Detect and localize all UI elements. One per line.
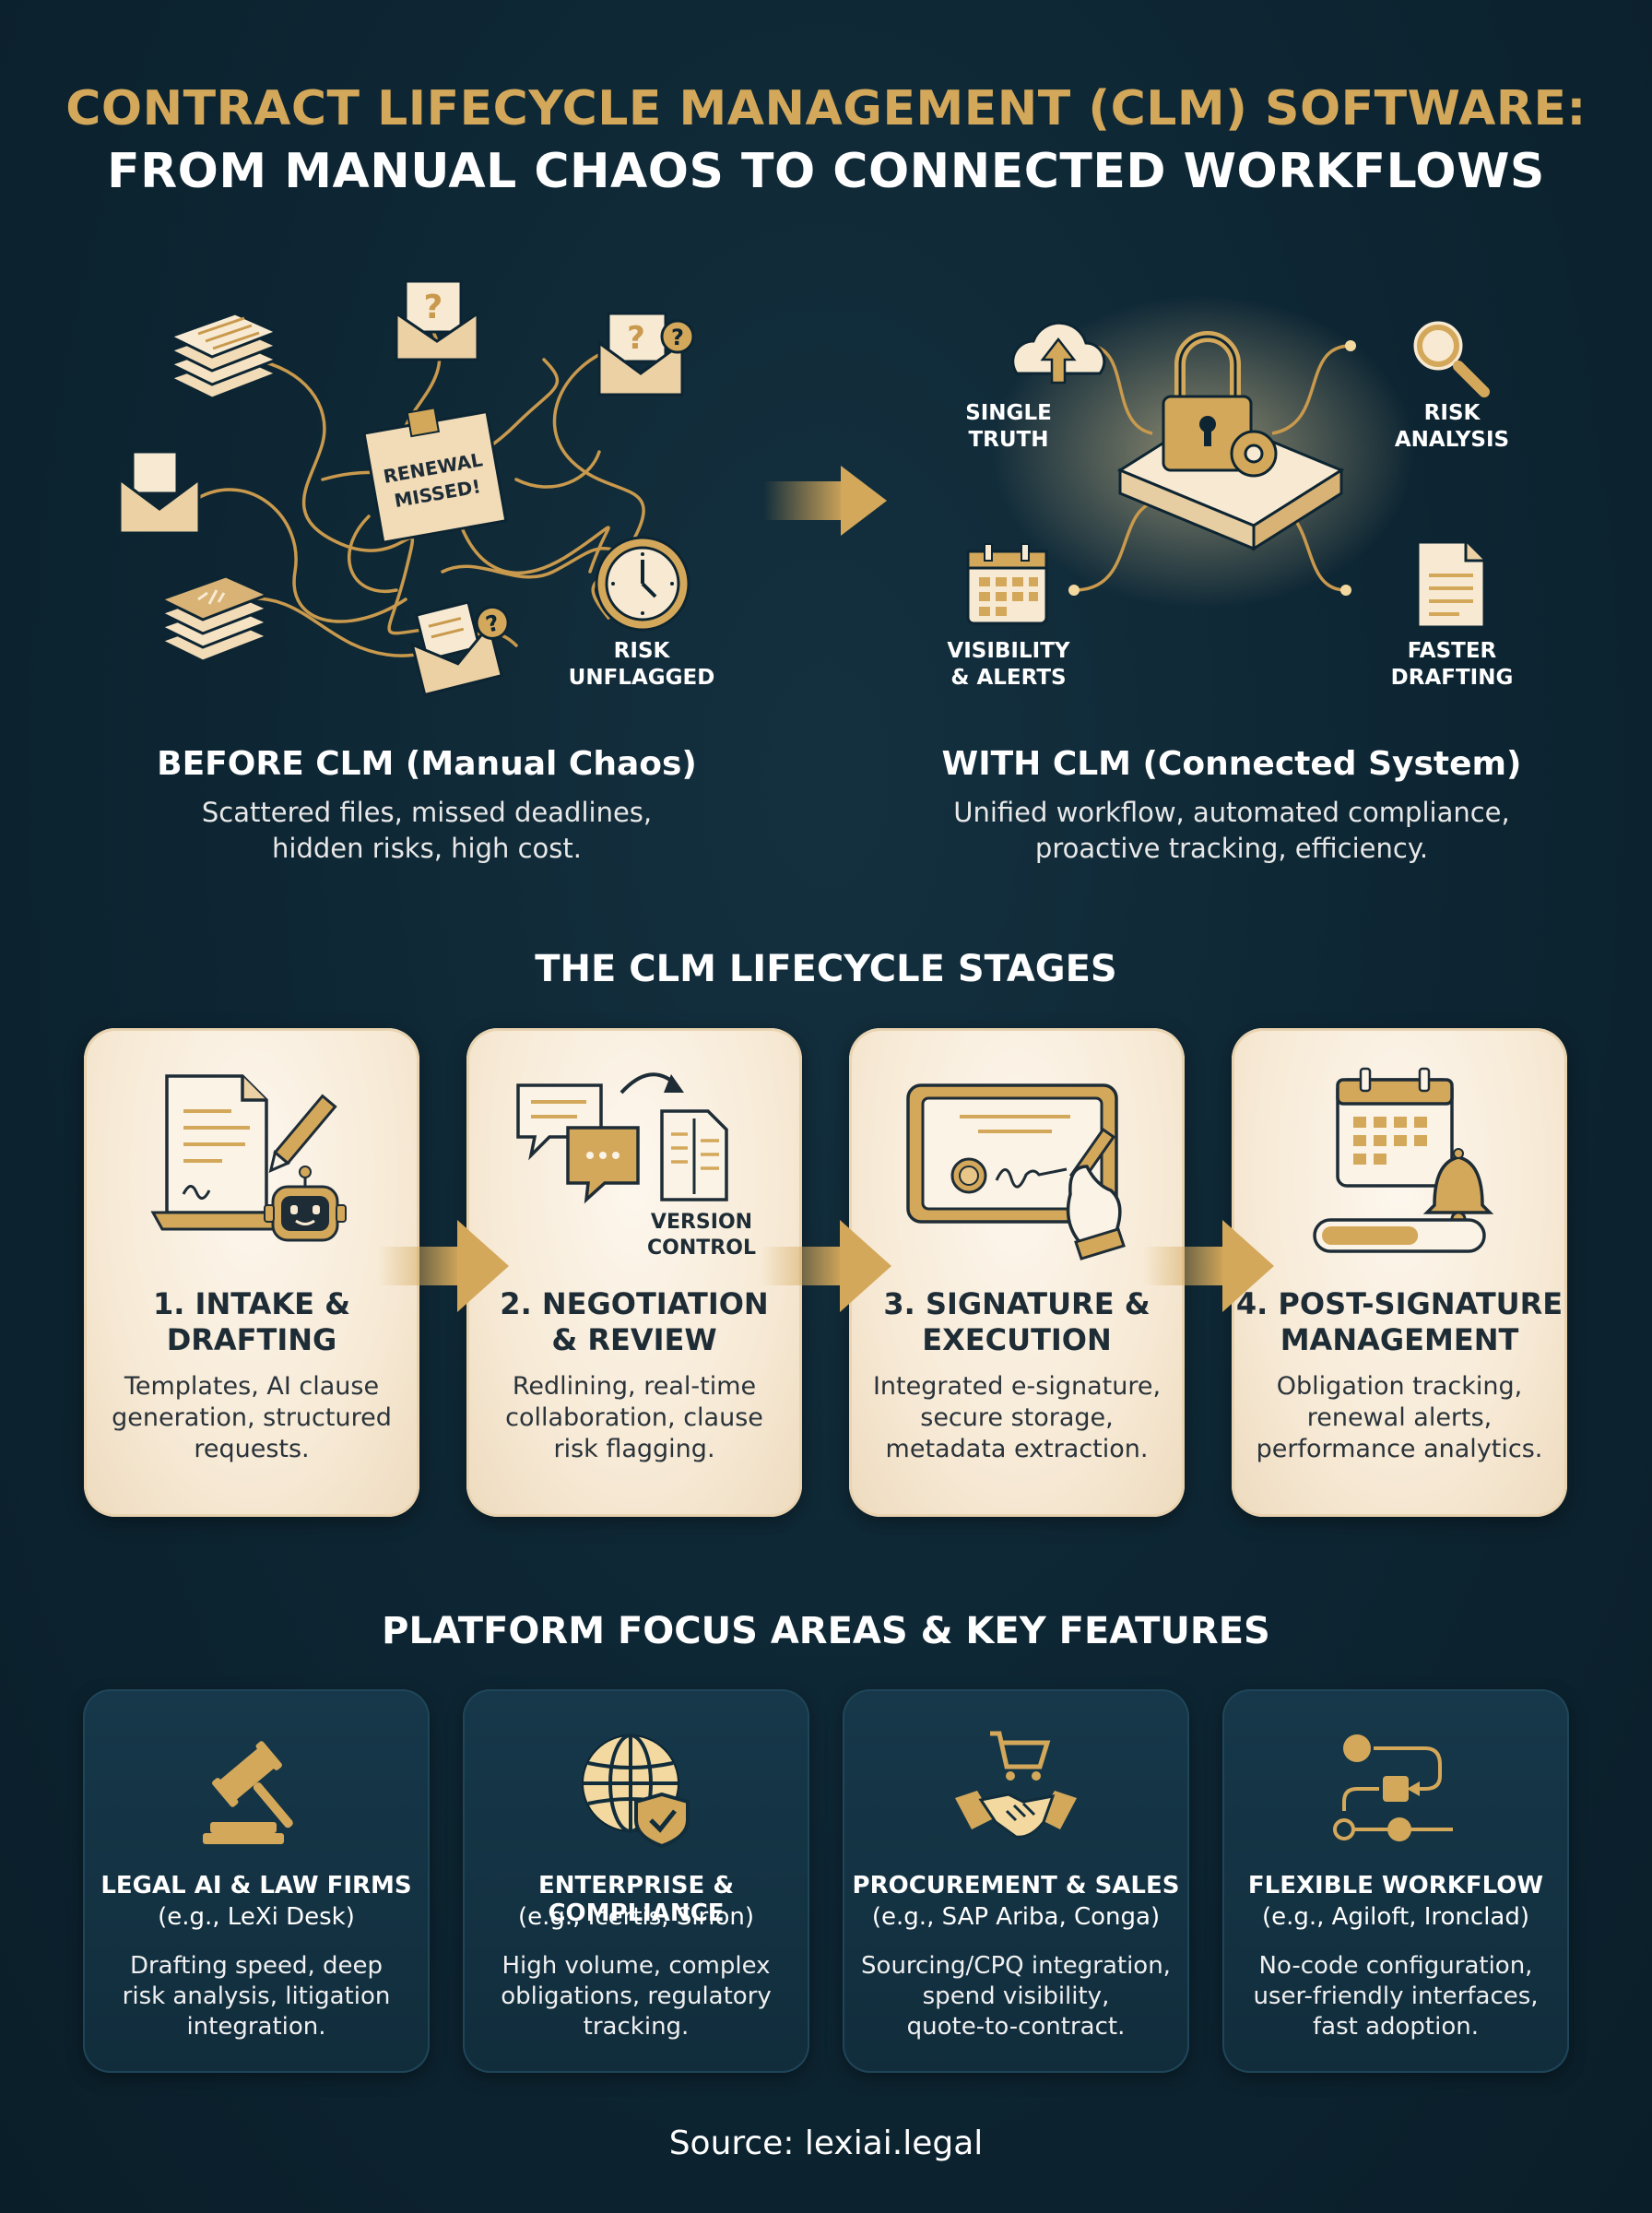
envelope-question-icon: ?: [410, 600, 510, 697]
stage-arrow-icon: [761, 1220, 891, 1312]
svg-text:?: ?: [424, 289, 443, 326]
stage-title: 3. SIGNATURE &EXECUTION: [883, 1286, 1150, 1357]
svg-text:?: ?: [483, 609, 502, 638]
page-title-line1: CONTRACT LIFECYCLE MANAGEMENT (CLM) SOFT…: [65, 81, 1587, 136]
focus-example: (e.g., Icertis, Sirion): [517, 1903, 754, 1931]
focus-title: PROCUREMENT & SALES: [852, 1872, 1180, 1899]
central-platform-lock-icon: [1116, 331, 1345, 551]
before-clm-description: Scattered files, missed deadlines,hidden…: [201, 797, 653, 864]
envelope-icon: [118, 450, 201, 535]
focus-card-flexible-workflow: FLEXIBLE WORKFLOW (e.g., Agiloft, Ironcl…: [1222, 1689, 1569, 2073]
focus-description: No-code configuration,user-friendly inte…: [1253, 1952, 1539, 2041]
sticky-note-renewal-missed: RENEWAL MISSED!: [362, 407, 508, 544]
source-credit: Source: lexiai.legal: [668, 2124, 984, 2162]
lifecycle-section-title: THE CLM LIFECYCLE STAGES: [535, 948, 1117, 990]
focus-example: (e.g., LeXi Desk): [158, 1903, 355, 1931]
stage-title: 1. INTAKE &DRAFTING: [152, 1286, 351, 1357]
svg-text:?: ?: [671, 325, 684, 350]
with-clm-description: Unified workflow, automated compliance,p…: [953, 797, 1510, 864]
focus-title: LEGAL AI & LAW FIRMS: [100, 1872, 412, 1899]
hero-illustration: ? ? ? RENEWAL MISSED! ?: [118, 279, 1490, 697]
page-title-line2: FROM MANUAL CHAOS TO CONNECTED WORKFLOWS: [107, 144, 1545, 199]
transition-arrow-icon: [763, 466, 887, 536]
stage-arrow-icon: [378, 1220, 509, 1312]
focus-example: (e.g., Agiloft, Ironclad): [1261, 1903, 1530, 1931]
paper-stack-icon: [167, 312, 280, 400]
globe-shield-icon: [582, 1734, 690, 1848]
handshake-cart-icon: [955, 1731, 1077, 1839]
stage-card-intake-drafting: 1. INTAKE &DRAFTING Templates, AI clause…: [84, 1028, 419, 1517]
magnifier-icon: [1410, 318, 1490, 397]
visibility-alerts-label: VISIBILITY& ALERTS: [947, 639, 1070, 690]
focus-example: (e.g., SAP Ariba, Conga): [871, 1903, 1161, 1931]
stage-arrow-icon: [1143, 1220, 1274, 1312]
envelope-question-icon: ? ?: [597, 312, 695, 396]
workflow-icon: [1333, 1734, 1453, 1841]
calendar-icon: [966, 543, 1048, 625]
paper-stack-icon: [158, 574, 271, 663]
stage-card-signature-execution: 3. SIGNATURE &EXECUTION Integrated e-sig…: [849, 1028, 1185, 1517]
clock-icon: [595, 536, 690, 632]
focus-title: ENTERPRISE & COMPLIANCE: [538, 1872, 734, 1927]
focus-title: FLEXIBLE WORKFLOW: [1247, 1872, 1544, 1899]
focus-card-enterprise-compliance: ENTERPRISE & COMPLIANCE (e.g., Icertis, …: [463, 1689, 809, 2073]
calendar-bell-icon: [1313, 1067, 1494, 1253]
focus-description: Sourcing/CPQ integration,spend visibilit…: [861, 1952, 1171, 2041]
focus-card-legal-ai: LEGAL AI & LAW FIRMS (e.g., LeXi Desk) D…: [83, 1689, 430, 2073]
platforms-section-title: PLATFORM FOCUS AREAS & KEY FEATURES: [382, 1610, 1270, 1652]
svg-text:?: ?: [627, 320, 645, 357]
bell-icon: [1422, 1148, 1494, 1227]
focus-card-procurement-sales: PROCUREMENT & SALES (e.g., SAP Ariba, Co…: [843, 1689, 1189, 2073]
signature-tablet-icon: [906, 1083, 1126, 1260]
envelope-question-icon: ?: [395, 279, 479, 361]
before-clm-heading: BEFORE CLM (Manual Chaos): [157, 745, 697, 783]
gavel-icon: [203, 1741, 293, 1844]
stage-description: Integrated e-signature,secure storage,me…: [872, 1372, 1162, 1463]
intake-drafting-icon: [150, 1074, 347, 1242]
stage-description: Obligation tracking,renewal alerts,perfo…: [1256, 1372, 1543, 1463]
robot-icon: [264, 1166, 347, 1242]
stage-title: 2. NEGOTIATION& REVIEW: [500, 1286, 769, 1357]
cart-icon: [990, 1731, 1051, 1781]
with-clm-heading: WITH CLM (Connected System): [941, 745, 1522, 783]
document-icon: [1416, 540, 1486, 629]
cloud-upload-icon: [1011, 321, 1106, 385]
negotiation-review-icon: [516, 1072, 728, 1204]
